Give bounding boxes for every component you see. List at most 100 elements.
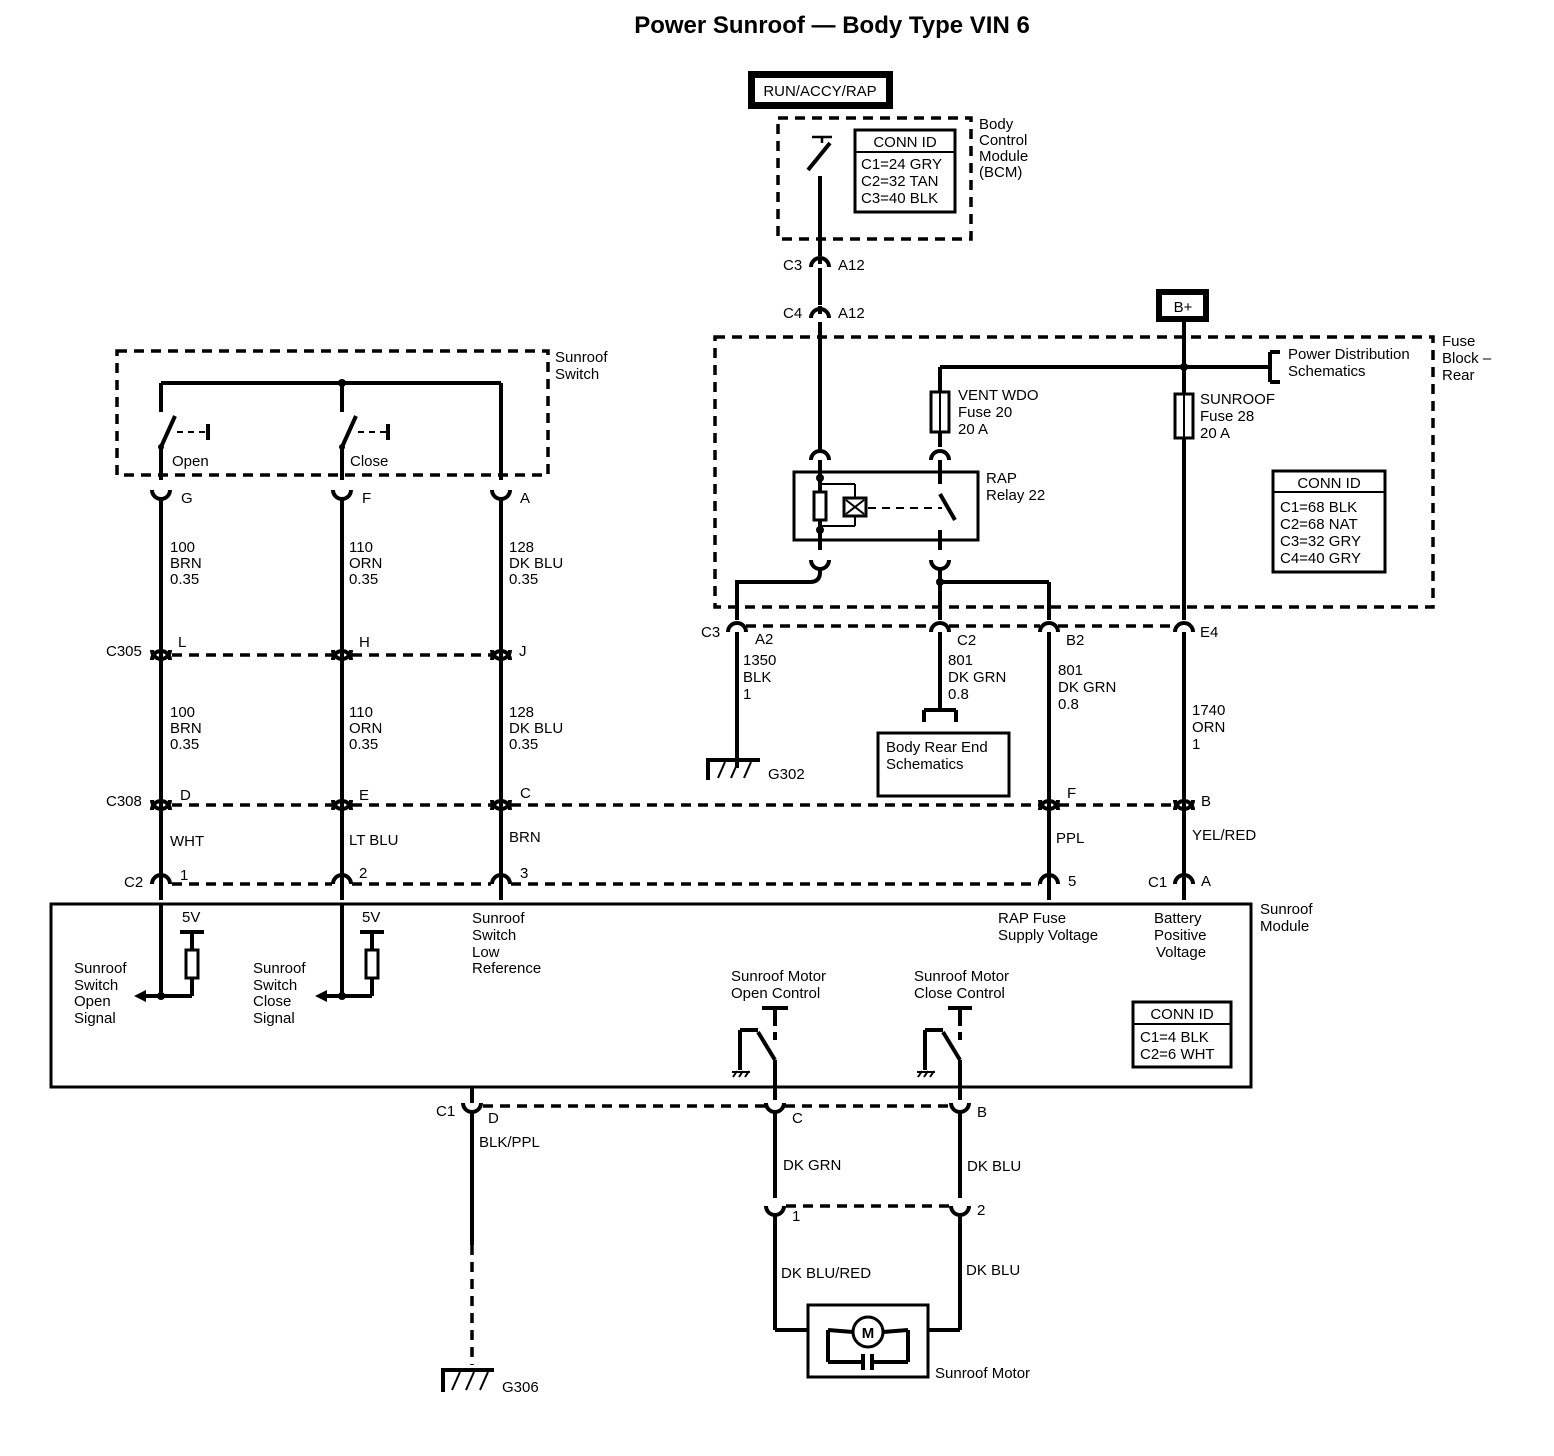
- svg-text:D: D: [488, 1110, 499, 1127]
- svg-text:Sunroof: Sunroof: [74, 960, 127, 977]
- svg-text:801: 801: [1058, 662, 1083, 679]
- svg-text:Reference: Reference: [472, 960, 541, 977]
- svg-text:SUNROOF: SUNROOF: [1200, 391, 1275, 408]
- svg-text:20 A: 20 A: [958, 421, 988, 438]
- module-c1-top-connector: C1 A: [1148, 873, 1211, 891]
- svg-text:Switch: Switch: [253, 977, 297, 994]
- svg-text:0.35: 0.35: [509, 736, 538, 753]
- sunroof-module: Sunroof Module 5V Sunroof Switch Open Si…: [49, 901, 1313, 1100]
- svg-text:5: 5: [1068, 873, 1076, 890]
- svg-text:1: 1: [743, 686, 751, 703]
- svg-text:Block –: Block –: [1442, 350, 1492, 367]
- svg-text:Voltage: Voltage: [1156, 944, 1206, 961]
- svg-text:C3=40 BLK: C3=40 BLK: [861, 190, 938, 207]
- module-c2-connector: C2 1 2 3 5: [124, 865, 1076, 891]
- bcm-conn-id-box: [853, 128, 957, 214]
- svg-text:Rear: Rear: [1442, 367, 1475, 384]
- svg-text:C4=40 GRY: C4=40 GRY: [1280, 550, 1361, 567]
- svg-text:5V: 5V: [362, 909, 380, 926]
- svg-text:Relay 22: Relay 22: [986, 487, 1045, 504]
- svg-text:5V: 5V: [182, 909, 200, 926]
- fuse-block-c4-connector: C4 A12: [783, 305, 865, 322]
- c308-connector: C308 D E C F B: [106, 785, 1211, 820]
- svg-text:0.35: 0.35: [349, 736, 378, 753]
- svg-text:YEL/RED: YEL/RED: [1192, 827, 1256, 844]
- svg-text:J: J: [519, 643, 527, 660]
- svg-text:Control: Control: [979, 132, 1027, 149]
- svg-text:L: L: [178, 634, 186, 651]
- svg-text:B: B: [977, 1104, 987, 1121]
- module-c1-bottom-connector: C1 D C B: [436, 1087, 987, 1127]
- svg-text:BRN: BRN: [170, 555, 202, 572]
- svg-text:C3: C3: [783, 257, 802, 274]
- svg-text:Body: Body: [979, 116, 1014, 133]
- svg-text:Supply Voltage: Supply Voltage: [998, 927, 1098, 944]
- svg-text:ORN: ORN: [349, 555, 382, 572]
- svg-text:C305: C305: [106, 643, 142, 660]
- svg-text:1350: 1350: [743, 652, 776, 669]
- svg-text:Fuse: Fuse: [1442, 333, 1475, 350]
- svg-text:C2=6 WHT: C2=6 WHT: [1140, 1046, 1215, 1063]
- svg-text:Switch: Switch: [472, 927, 516, 944]
- svg-text:DK BLU: DK BLU: [967, 1158, 1021, 1175]
- svg-text:C: C: [792, 1110, 803, 1127]
- svg-text:1740: 1740: [1192, 702, 1225, 719]
- svg-text:0.35: 0.35: [509, 571, 538, 588]
- svg-text:801: 801: [948, 652, 973, 669]
- battery-positive-source: B+: [1156, 289, 1209, 322]
- svg-text:110: 110: [349, 539, 373, 556]
- svg-text:C2=68 NAT: C2=68 NAT: [1280, 516, 1358, 533]
- svg-text:Module: Module: [979, 148, 1028, 165]
- svg-text:20 A: 20 A: [1200, 425, 1230, 442]
- svg-text:Sunroof Motor: Sunroof Motor: [731, 968, 826, 985]
- svg-text:Low: Low: [472, 944, 500, 961]
- svg-text:C2: C2: [957, 632, 976, 649]
- svg-text:Schematics: Schematics: [1288, 363, 1366, 380]
- svg-text:2: 2: [977, 1202, 985, 1219]
- sunroof-motor: M Sunroof Motor: [775, 1303, 1030, 1382]
- svg-text:RAP Fuse: RAP Fuse: [998, 910, 1066, 927]
- svg-text:Sunroof: Sunroof: [472, 910, 525, 927]
- svg-text:Close: Close: [253, 993, 291, 1010]
- ground-g302: G302: [706, 758, 805, 783]
- svg-text:C1: C1: [1148, 874, 1167, 891]
- svg-text:C308: C308: [106, 793, 142, 810]
- svg-text:A12: A12: [838, 257, 865, 274]
- bcm-c3-connector: C3 A12: [783, 256, 865, 274]
- svg-text:128: 128: [509, 704, 534, 721]
- svg-text:BRN: BRN: [509, 829, 541, 846]
- svg-text:DK GRN: DK GRN: [783, 1157, 841, 1174]
- fuse-block-rear: Fuse Block – Rear Power Distribution Sch…: [713, 322, 1492, 620]
- svg-text:BLK/PPL: BLK/PPL: [479, 1134, 540, 1151]
- svg-text:CONN ID: CONN ID: [873, 134, 937, 151]
- svg-text:ORN: ORN: [1192, 719, 1225, 736]
- svg-text:A2: A2: [755, 631, 773, 648]
- diagram-title: Power Sunroof — Body Type VIN 6: [634, 12, 1030, 39]
- svg-text:128: 128: [509, 539, 534, 556]
- svg-text:C4: C4: [783, 305, 802, 322]
- motor-connector: 1 2: [764, 1202, 985, 1225]
- svg-text:0.8: 0.8: [948, 686, 969, 703]
- svg-text:M: M: [862, 1325, 875, 1342]
- fuse-block-conn-id-box: [1271, 469, 1387, 574]
- svg-text:0.35: 0.35: [349, 571, 378, 588]
- svg-text:C2=32 TAN: C2=32 TAN: [861, 173, 938, 190]
- svg-text:1: 1: [1192, 736, 1200, 753]
- svg-text:DK BLU: DK BLU: [966, 1262, 1020, 1279]
- svg-text:Battery: Battery: [1154, 910, 1202, 927]
- svg-text:0.35: 0.35: [170, 736, 199, 753]
- svg-text:Body Rear End: Body Rear End: [886, 739, 988, 756]
- c305-connector: C305 L H J: [106, 634, 527, 670]
- svg-text:Switch: Switch: [555, 366, 599, 383]
- svg-text:G302: G302: [768, 766, 805, 783]
- run-accy-rap-source: RUN/ACCY/RAP: [748, 71, 893, 109]
- svg-text:2: 2: [359, 865, 367, 882]
- svg-text:Open: Open: [172, 453, 209, 470]
- svg-text:DK GRN: DK GRN: [948, 669, 1006, 686]
- svg-text:C2: C2: [124, 874, 143, 891]
- svg-text:Signal: Signal: [253, 1010, 295, 1027]
- svg-text:Module: Module: [1260, 918, 1309, 935]
- svg-text:0.35: 0.35: [170, 571, 199, 588]
